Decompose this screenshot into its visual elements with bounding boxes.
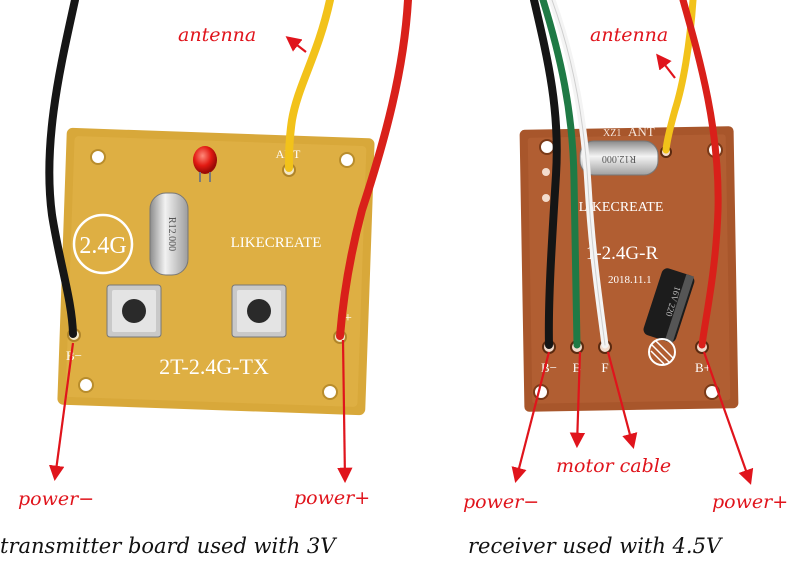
tx-black-wire bbox=[45, 0, 79, 338]
tx-model: 2T-2.4G-TX bbox=[159, 354, 269, 379]
tx-antenna-label: antenna bbox=[178, 24, 257, 46]
rx-power-minus-label: power− bbox=[463, 491, 540, 513]
rx-crystal-marking: R12.000 bbox=[602, 153, 636, 164]
rx-black-wire bbox=[530, 0, 561, 349]
rx-antenna-label: antenna bbox=[590, 24, 669, 46]
rx-pad-ant: ANT bbox=[628, 124, 655, 139]
tx-red-wire bbox=[336, 0, 412, 340]
rx-caption: receiver used with 4.5V bbox=[468, 534, 722, 558]
rx-capacitor: 16V 220 bbox=[643, 268, 695, 344]
tx-pad-minus: B− bbox=[66, 348, 82, 363]
rx-model: 1-2.4G-R bbox=[586, 243, 659, 264]
tx-button-left bbox=[106, 284, 162, 338]
rx-power-plus-label: power+ bbox=[712, 491, 789, 513]
tx-power-minus-label: power− bbox=[18, 488, 95, 510]
tx-freq-badge: 2.4G bbox=[79, 233, 126, 259]
tx-caption: transmitter board used with 3V bbox=[0, 534, 336, 558]
rx-pad-xz: XZ1 bbox=[603, 128, 621, 139]
rx-pad-b: B bbox=[573, 360, 582, 375]
rx-green-wire bbox=[539, 0, 581, 349]
tx-pad-plus: + bbox=[344, 311, 352, 326]
tx-yellow-wire bbox=[285, 0, 334, 172]
tx-power-plus-label: power+ bbox=[294, 487, 371, 509]
rx-white-wire-outline bbox=[551, 0, 606, 346]
transmitter-board: 2.4G R12.000 LIKECREATE 2T-2.4G-TX ANT B… bbox=[57, 127, 375, 416]
tx-crystal-marking: R12.000 bbox=[166, 217, 177, 251]
tx-brand: LIKECREATE bbox=[231, 235, 322, 251]
rx-pad-f: F bbox=[601, 360, 608, 375]
rx-date: 2018.11.1 bbox=[608, 274, 652, 286]
annotation-arrows bbox=[48, 36, 754, 485]
tx-button-right bbox=[231, 284, 287, 338]
rx-red-wire bbox=[679, 0, 722, 349]
rx-brand: LIKECREATE bbox=[579, 200, 664, 215]
rx-motor-cable-label: motor cable bbox=[556, 455, 672, 477]
